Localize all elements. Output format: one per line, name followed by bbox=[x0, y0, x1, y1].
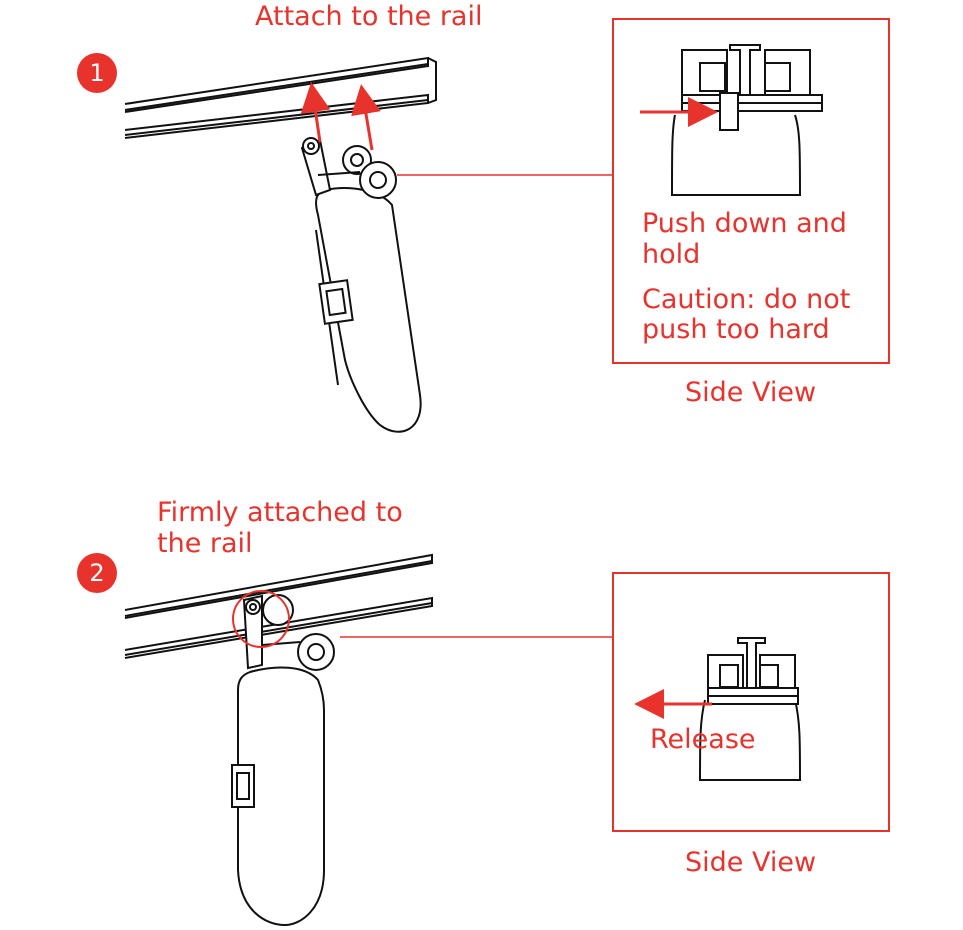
side-view-step2-frame bbox=[612, 572, 890, 832]
rail-step1 bbox=[125, 58, 436, 138]
step-2-title-line1: Firmly attached to bbox=[157, 498, 403, 528]
step-1-title: Attach to the rail bbox=[255, 2, 482, 32]
step-2-view-label: Side View bbox=[685, 848, 816, 878]
step-1-detail-line1: Push down and bbox=[642, 209, 847, 239]
step-2-badge: 2 bbox=[77, 553, 117, 593]
step-2-title-line2: the rail bbox=[157, 529, 253, 559]
step-1-caution-line2: push too hard bbox=[642, 315, 830, 345]
step-1-detail-line2: hold bbox=[642, 240, 700, 270]
step-1-caution-line1: Caution: do not bbox=[642, 285, 850, 315]
step-1-badge: 1 bbox=[77, 53, 117, 93]
step-2-detail: Release bbox=[650, 725, 756, 755]
device-step1 bbox=[302, 138, 421, 432]
step-1-view-label: Side View bbox=[685, 378, 816, 408]
